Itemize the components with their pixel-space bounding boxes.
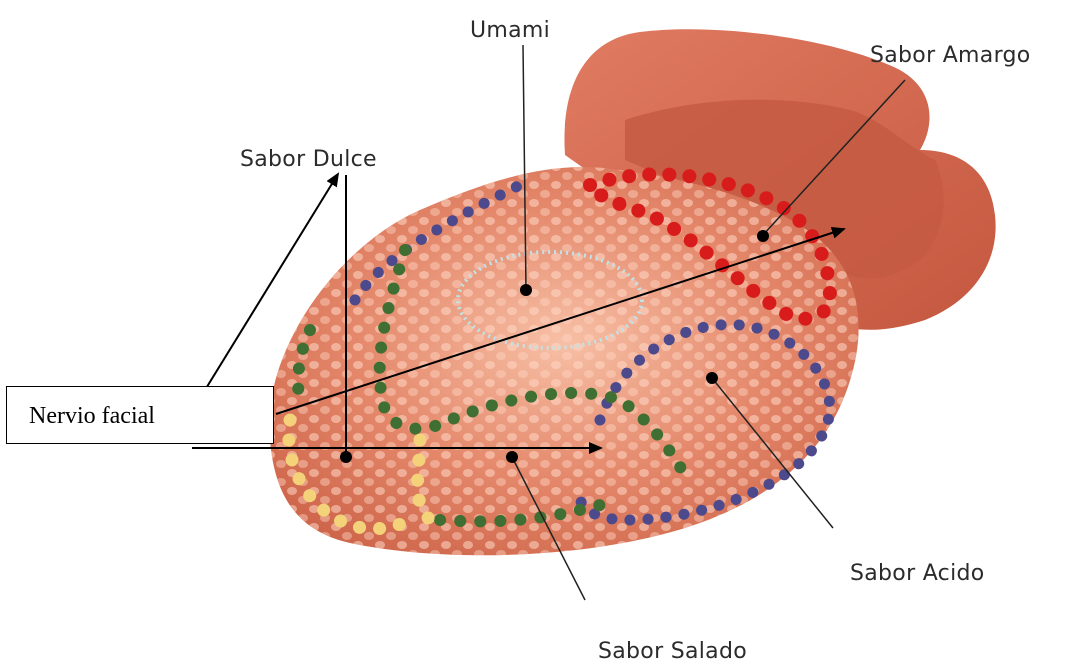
nerve-callout-box: Nervio facial bbox=[6, 386, 274, 444]
tongue-papillae bbox=[269, 167, 859, 555]
bitter-marker-dot bbox=[757, 230, 769, 242]
umami-marker-dot bbox=[520, 284, 532, 296]
salty-marker-dot bbox=[506, 451, 518, 463]
sour-marker-dot bbox=[706, 372, 718, 384]
sweet-marker-dot bbox=[340, 451, 352, 463]
nerve-label: Nervio facial bbox=[29, 403, 155, 430]
sour-label: Sabor Acido bbox=[850, 561, 985, 586]
sweet-label: Sabor Dulce bbox=[240, 147, 377, 172]
bitter-label: Sabor Amargo bbox=[870, 43, 1031, 68]
umami-label: Umami bbox=[470, 18, 550, 43]
salty-label: Sabor Salado bbox=[598, 639, 747, 664]
